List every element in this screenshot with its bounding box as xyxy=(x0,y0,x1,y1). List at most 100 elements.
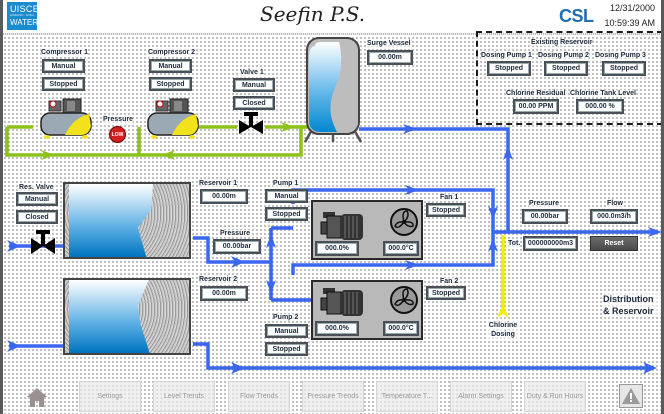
chlorine-tank-level-label: Chlorine Tank Level xyxy=(570,90,636,97)
pump-2-temperature: 000.0°C xyxy=(383,321,419,336)
reservoir-2-water xyxy=(69,280,150,353)
res-valve-status: Closed xyxy=(16,210,58,224)
csl-logo: CSL xyxy=(559,6,594,26)
existing-reservoir-title: Existing Reservoir xyxy=(531,39,593,46)
res-valve-mode[interactable]: Manual xyxy=(16,192,58,206)
air-arrow-left xyxy=(161,150,175,160)
date-display: 12/31/2000 xyxy=(609,3,655,13)
nav-level-trends[interactable]: Level Trends xyxy=(153,381,215,412)
compressor-2-label: Compressor 2 xyxy=(148,49,196,56)
compressor-1-mode[interactable]: Manual xyxy=(42,59,85,73)
nav-alarm-settings[interactable]: Alarm Settings xyxy=(450,381,512,412)
flow-total-value: 000000000m3 xyxy=(523,236,578,251)
existing-reservoir-panel xyxy=(476,31,661,125)
discharge-pressure-value: 00.00bar xyxy=(522,209,568,224)
reservoir-1-level: 00.00m xyxy=(200,189,248,204)
pump-1-mode[interactable]: Manual xyxy=(265,189,308,203)
dosing-pump-1-status: Stopped xyxy=(487,61,531,76)
page-title: Seefin P.S. xyxy=(260,2,366,26)
res-valve-label: Res. Valve xyxy=(19,184,54,191)
compressor-2-icon xyxy=(147,98,199,139)
nav-temperature-trends[interactable]: Temperature T... xyxy=(376,381,438,412)
pump-1-unit: 000.0% 000.0°C xyxy=(311,200,423,260)
compressor-1-icon xyxy=(40,98,92,139)
pump-2-label: Pump 2 xyxy=(273,314,299,321)
pump-2-unit: 000.0% 000.0°C xyxy=(311,280,423,340)
water-arrows xyxy=(7,124,661,374)
pipe-pump2-discharge xyxy=(291,232,495,275)
dosing-pump-2-label: Dosing Pump 2 xyxy=(538,52,589,59)
dosing-pump-1-label: Dosing Pump 1 xyxy=(481,52,532,59)
valve-1-label: Valve 1 xyxy=(240,69,264,76)
pipework-diagram xyxy=(5,37,661,374)
discharge-pressure-label: Pressure xyxy=(529,200,559,207)
surge-vessel xyxy=(303,37,363,143)
fan-2-icon xyxy=(390,286,418,314)
header-bar: UISCE EIREANN : IRISH WATER Seefin P.S. … xyxy=(3,0,661,35)
compressor-1-label: Compressor 1 xyxy=(41,49,89,56)
hmi-screen: UISCE EIREANN : IRISH WATER Seefin P.S. … xyxy=(3,0,661,414)
pump-1-speed: 000.0% xyxy=(315,241,359,256)
flow-total-label: Tot. xyxy=(508,240,521,247)
fan-2-status: Stopped xyxy=(426,286,466,300)
valve-1-icon[interactable] xyxy=(239,112,263,134)
irish-water-logo: UISCE EIREANN : IRISH WATER xyxy=(7,2,40,30)
chlorine-tank-level-value: 000.00 % xyxy=(576,99,624,114)
nav-settings[interactable]: Settings xyxy=(79,381,141,412)
pump-2-status: Stopped xyxy=(265,342,308,356)
air-arrow-right xyxy=(41,150,55,160)
nav-pressure-trends[interactable]: Pressure Trends xyxy=(302,381,364,412)
home-button[interactable] xyxy=(4,381,69,412)
reservoir-2-label: Reservoir 2 xyxy=(199,276,238,283)
time-display: 10:59:39 AM xyxy=(604,18,655,28)
reservoir-1-tank xyxy=(63,182,191,259)
air-arrow-to-vessel xyxy=(281,122,295,132)
distribution-reservoir-label: Distribution & Reservoir xyxy=(603,293,661,317)
flow-label: Flow xyxy=(607,200,623,207)
pump-1-label: Pump 1 xyxy=(273,180,299,187)
fan-1-status: Stopped xyxy=(426,203,466,217)
res-valve-icon[interactable] xyxy=(31,230,55,254)
dosing-pump-3-status: Stopped xyxy=(602,61,646,76)
fan-1-icon xyxy=(390,208,418,236)
air-pressure-label: Pressure xyxy=(103,116,133,123)
dosing-pump-3-label: Dosing Pump 3 xyxy=(595,52,646,59)
valve-1-status: Closed xyxy=(233,96,275,110)
logo-text-sub: EIREANN : IRISH xyxy=(10,13,34,17)
dosing-pump-2-status: Stopped xyxy=(544,61,588,76)
air-arrows xyxy=(41,122,295,160)
chlorine-residual-label: Chlorine Residual xyxy=(506,90,566,97)
pump-2-motor-icon xyxy=(320,288,363,316)
reservoir-2-level: 00.00m xyxy=(200,286,248,301)
compressor-1-status: Stopped xyxy=(42,77,85,91)
alarms-button[interactable] xyxy=(619,384,643,408)
air-pressure-low-indicator: LOW xyxy=(109,126,126,143)
suction-pressure-label: Pressure xyxy=(220,230,250,237)
reset-total-button[interactable]: Reset xyxy=(590,236,638,251)
pump-1-status: Stopped xyxy=(265,207,308,221)
chlorine-residual-value: 00.00 PPM xyxy=(513,99,559,114)
suction-pressure-value: 00.00bar xyxy=(213,239,261,254)
pump-1-temperature: 000.0°C xyxy=(383,241,419,256)
logo-text-water: WATER xyxy=(10,18,38,27)
pump-1-motor-icon xyxy=(320,212,363,240)
valve-1-mode[interactable]: Manual xyxy=(233,78,275,92)
compressor-2-status: Stopped xyxy=(149,77,192,91)
surge-vessel-label: Surge Vessel xyxy=(367,40,411,47)
surge-vessel-level: 00.00m xyxy=(367,50,413,65)
fan-1-label: Fan 1 xyxy=(440,194,459,201)
logo-text-uisce: UISCE xyxy=(10,4,40,14)
home-icon xyxy=(26,387,47,407)
pipe-res2-out xyxy=(193,342,653,370)
reservoir-2-tank xyxy=(63,278,191,355)
compressor-2-mode[interactable]: Manual xyxy=(149,59,192,73)
nav-duty-run-hours[interactable]: Duty & Run Hours xyxy=(524,381,586,412)
nav-flow-trends[interactable]: Flow Trends xyxy=(228,381,290,412)
fan-2-label: Fan 2 xyxy=(440,278,459,285)
pump-2-speed: 000.0% xyxy=(315,321,359,336)
pump-2-mode[interactable]: Manual xyxy=(265,324,308,338)
bottom-navigation: Settings Level Trends Flow Trends Pressu… xyxy=(3,379,661,414)
warning-icon xyxy=(622,388,640,404)
reservoir-1-label: Reservoir 1 xyxy=(199,180,238,187)
chlorine-dosing-label: Chlorine Dosing xyxy=(488,321,518,339)
